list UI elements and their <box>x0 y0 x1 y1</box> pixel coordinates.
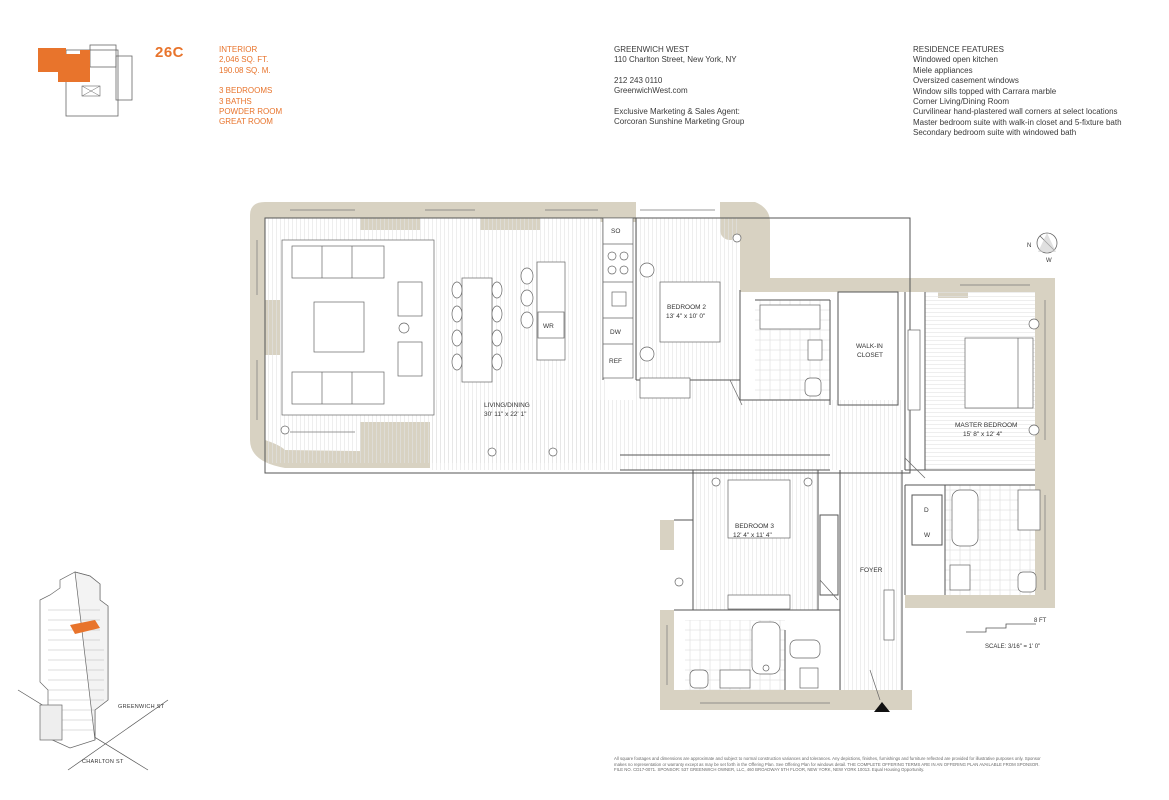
bedroom2-dims: 13' 4" x 10' 0" <box>666 313 706 320</box>
washer-label: W <box>924 532 931 539</box>
feature-item: Oversized casement windows <box>913 76 1019 86</box>
building-website: GreenwichWest.com <box>614 86 688 96</box>
greenwich-street-label: GREENWICH ST <box>118 704 165 710</box>
rooms-line: POWDER ROOM <box>219 107 283 117</box>
rooms-line: GREAT ROOM <box>219 117 273 127</box>
so-label: SO <box>611 228 620 235</box>
windows <box>256 209 1046 704</box>
rooms-line: 3 BATHS <box>219 96 252 106</box>
living-name: LIVING/DINING <box>484 402 530 409</box>
bedroom2-name: BEDROOM 2 <box>667 304 706 311</box>
foyer-floor <box>840 470 902 690</box>
scale-bar <box>966 623 1036 633</box>
building-info: GREENWICH WEST 110 Charlton Street, New … <box>614 45 744 127</box>
feature-item: Windowed open kitchen <box>913 55 998 65</box>
interior-area: INTERIOR 2,046 SQ. FT. 190.08 SQ. M. 3 B… <box>219 45 282 128</box>
walkin-line1: WALK-IN <box>856 343 883 350</box>
building-address: 110 Charlton Street, New York, NY <box>614 55 737 65</box>
compass-w: W <box>1046 258 1052 264</box>
building-name: GREENWICH WEST <box>614 45 690 54</box>
feature-item: Miele appliances <box>913 65 973 75</box>
rooms-line: 3 BEDROOMS <box>219 86 273 96</box>
living-furniture <box>280 217 634 457</box>
feature-item: Curvilinear hand-plastered wall corners … <box>913 107 1118 117</box>
compass-n: N <box>1027 243 1031 249</box>
key-plan <box>38 44 133 117</box>
charlton-street-label: CHARLTON ST <box>82 759 124 765</box>
bath2-fixtures <box>759 304 823 397</box>
foyer-label: FOYER <box>860 567 883 574</box>
unit-number: 26C <box>155 44 185 61</box>
foyer-fixtures <box>869 589 895 712</box>
feature-item: Window sills topped with Carrara marble <box>913 86 1057 96</box>
compass-icon <box>1036 232 1058 254</box>
master-bath-fixtures <box>949 489 1041 593</box>
feature-item: Secondary bedroom suite with windowed ba… <box>913 128 1077 138</box>
dryer-label: D <box>924 507 929 514</box>
scale-text: SCALE: 3/16" = 1' 0" <box>985 644 1040 650</box>
bedroom3-name: BEDROOM 3 <box>735 523 774 530</box>
legal-disclaimer: All square footages and dimensions are a… <box>614 756 1041 773</box>
bedroom3-furniture <box>674 477 839 610</box>
master-name: MASTER BEDROOM <box>955 422 1017 429</box>
interior-line: 190.08 SQ. M. <box>219 65 271 75</box>
interior-line: 2,046 SQ. FT. <box>219 55 269 65</box>
scale-distance: 8 FT <box>1034 618 1047 624</box>
bath3-fixtures <box>689 621 821 689</box>
feature-item: Master bedroom suite with walk-in closet… <box>913 117 1122 127</box>
features-title: RESIDENCE FEATURES <box>913 45 1004 54</box>
building-axonometric <box>17 571 169 771</box>
walkin-line2: CLOSET <box>857 352 883 359</box>
bedroom3-dims: 12' 4" x 11' 4" <box>733 532 772 539</box>
bedroom2-furniture <box>639 233 743 406</box>
agent-label: Exclusive Marketing & Sales Agent: <box>614 106 740 116</box>
living-dims: 30' 11" x 22' 1" <box>484 411 527 418</box>
agent-name: Corcoran Sunshine Marketing Group <box>614 117 745 127</box>
master-dims: 15' 8" x 12' 4" <box>963 431 1003 438</box>
building-phone: 212 243 0110 <box>614 75 663 85</box>
wr-label: WR <box>543 323 554 330</box>
interior-line: INTERIOR <box>219 45 258 54</box>
feature-item: Corner Living/Dining Room <box>913 97 1010 107</box>
dw-label: DW <box>610 329 622 336</box>
hall-floor <box>430 400 910 470</box>
master-furniture <box>904 318 1040 479</box>
ref-label: REF <box>609 358 622 365</box>
residence-features: RESIDENCE FEATURES Windowed open kitchen… <box>913 45 1122 139</box>
